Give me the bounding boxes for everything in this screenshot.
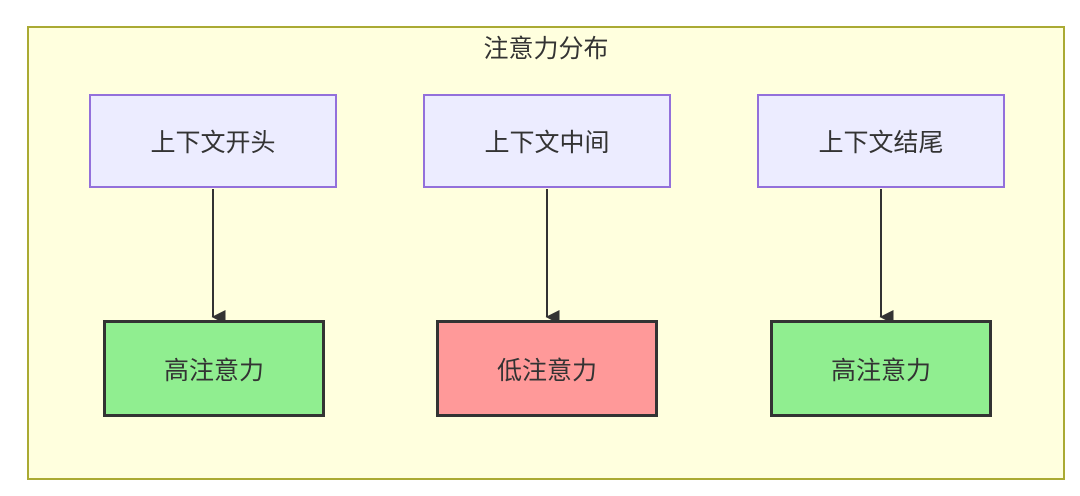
source-node-context-beginning: 上下文开头 [89, 94, 337, 188]
source-node-label: 上下文开头 [150, 129, 276, 157]
target-node-high-attention-left: 高注意力 [103, 320, 325, 417]
target-node-low-attention-middle: 低注意力 [436, 320, 658, 417]
subgraph-title: 注意力分布 [483, 35, 609, 63]
source-node-label: 上下文中间 [484, 129, 610, 157]
source-node-label: 上下文结尾 [818, 129, 944, 157]
target-node-high-attention-right: 高注意力 [770, 320, 992, 417]
target-node-label: 高注意力 [163, 356, 264, 385]
target-node-label: 高注意力 [830, 356, 931, 385]
target-node-label: 低注意力 [496, 356, 597, 385]
source-node-context-end: 上下文结尾 [757, 94, 1005, 188]
source-node-context-middle: 上下文中间 [423, 94, 671, 188]
